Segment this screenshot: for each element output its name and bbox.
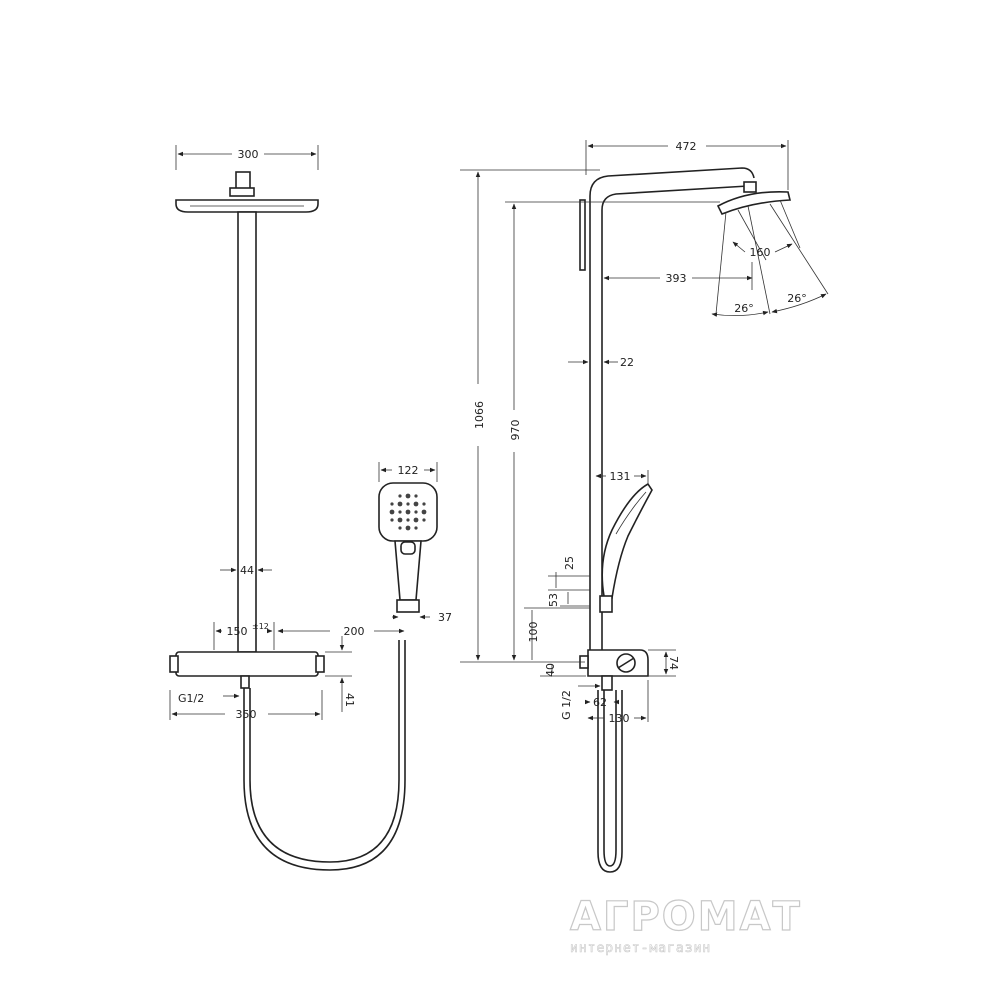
hand-shower-side [599, 482, 653, 613]
watermark: АГРОМАТ интернет-магазин [569, 893, 802, 956]
dim-40: 40 [544, 663, 557, 677]
nozzle-dot [414, 526, 418, 530]
nozzle-dot [422, 502, 426, 506]
side-shower-head [716, 181, 792, 216]
nozzle-dot [397, 501, 403, 507]
dim-total-height: 1066 [473, 401, 486, 429]
wall-bracket [579, 199, 586, 271]
dim-arm-length: 472 [676, 140, 697, 153]
dim-74: 74 [667, 656, 680, 670]
hand-shower-front [378, 482, 438, 613]
dim-53: 53 [547, 593, 560, 607]
nozzle-dot [414, 494, 418, 498]
overhead-shower-head [175, 171, 319, 213]
dim-thermostat-height: 41 [343, 693, 356, 707]
nozzle-dot [406, 502, 410, 506]
dim-front-connection: G1/2 [178, 692, 204, 705]
dim-angle-left: 26° [734, 302, 754, 315]
dim-62: 62 [593, 696, 607, 709]
front-view: 300 44 150 ±12 200 37 122 41 350 G1/2 [169, 145, 452, 871]
side-thermostat [579, 649, 649, 691]
watermark-tagline: интернет-магазин [570, 941, 711, 956]
dim-hand-head-width: 122 [398, 464, 419, 477]
watermark-brand: АГРОМАТ [570, 894, 802, 940]
nozzle-dot [397, 517, 403, 523]
dim-hand-depth: 131 [610, 470, 631, 483]
riser-and-arm [589, 167, 755, 650]
dim-mount-distance: 150 [227, 625, 248, 638]
dim-side-connection: G 1/2 [560, 690, 573, 720]
hose [243, 640, 406, 871]
nozzle-dot [390, 502, 394, 506]
dim-head-height: 970 [509, 420, 522, 441]
dim-handle-width: 37 [438, 611, 452, 624]
dim-pipe-width: 44 [240, 564, 254, 577]
nozzle-dot [398, 526, 402, 530]
nozzle-dot [398, 494, 402, 498]
side-view: 472 1066 970 160 393 26° 26° 22 131 25 [460, 140, 829, 873]
riser-pipe [237, 211, 257, 653]
dim-thermostat-width: 350 [236, 708, 257, 721]
nozzle-dot [413, 517, 419, 523]
nozzle-dot [405, 493, 411, 499]
nozzle-dot [390, 518, 394, 522]
nozzle-dot [405, 525, 411, 531]
nozzle-dot [389, 509, 395, 515]
dim-arm-reach: 393 [666, 272, 687, 285]
dim-mount-tolerance: ±12 [252, 622, 269, 631]
dim-head-diameter: 160 [750, 246, 771, 259]
nozzle-dot [422, 518, 426, 522]
nozzle-dot [413, 501, 419, 507]
nozzle-dot [406, 518, 410, 522]
dim-pipe-offset: 22 [620, 356, 634, 369]
dim-head-width: 300 [238, 148, 259, 161]
dim-100: 100 [527, 622, 540, 643]
nozzle-dot [421, 509, 427, 515]
dim-130: 130 [609, 712, 630, 725]
dim-angle-right: 26° [787, 292, 807, 305]
dim-hand-offset: 200 [344, 625, 365, 638]
nozzle-dot [405, 509, 411, 515]
dim-25: 25 [563, 556, 576, 570]
nozzle-dot [398, 510, 402, 514]
thermostat [169, 651, 325, 689]
nozzle-dot [414, 510, 418, 514]
side-hose [603, 690, 617, 867]
